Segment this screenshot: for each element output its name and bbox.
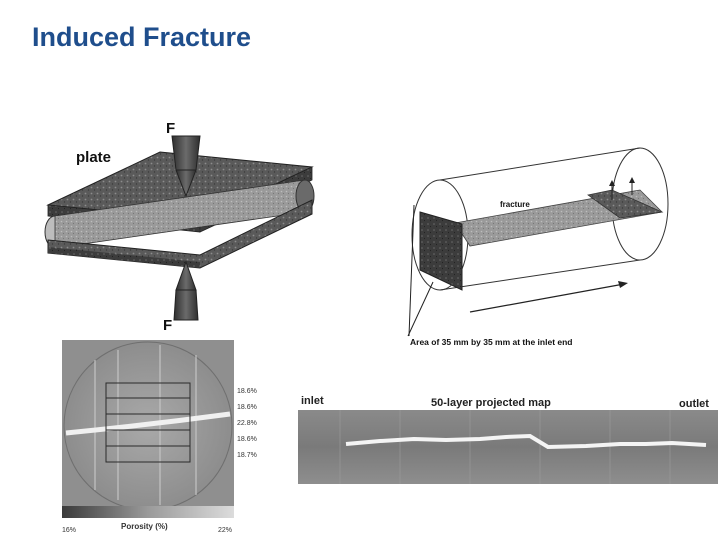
layer-porosity-1: 18.6%: [237, 388, 257, 395]
force-top-label: F: [166, 120, 175, 137]
fracture-label: fracture: [500, 200, 530, 209]
layer-porosity-2: 18.6%: [237, 404, 257, 411]
layer-porosity-5: 18.7%: [237, 452, 257, 459]
scale-min-label: 16%: [62, 527, 76, 534]
layer-porosity-4: 18.6%: [237, 436, 257, 443]
scale-max-label: 22%: [218, 527, 232, 534]
layer-porosity-3: 22.8%: [237, 420, 257, 427]
porosity-scale-bar: [62, 506, 234, 518]
slide-title: Induced Fracture: [32, 22, 252, 52]
map-title: 50-layer projected map: [431, 397, 551, 409]
outlet-label: outlet: [679, 398, 709, 410]
plate-label: plate: [76, 149, 111, 166]
inlet-label: inlet: [301, 395, 324, 407]
scale-title-label: Porosity (%): [121, 522, 168, 531]
cylinder-caption: Area of 35 mm by 35 mm at the inlet end: [410, 337, 573, 347]
force-bottom-label: F: [163, 317, 172, 334]
